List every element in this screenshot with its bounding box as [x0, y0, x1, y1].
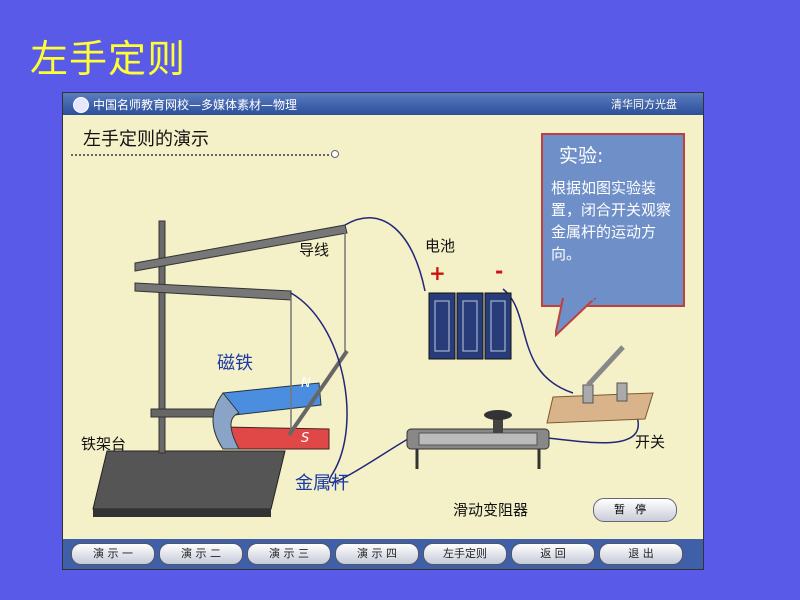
pause-button[interactable]: 暂停 — [593, 498, 677, 522]
rheostat — [406, 410, 550, 469]
nav-left-hand-rule-button[interactable]: 左手定则 — [423, 543, 507, 565]
label-rheostat: 滑动变阻器 — [453, 501, 529, 519]
wire-switch-to-rheostat — [547, 410, 639, 444]
nav-demo-3-button[interactable]: 演 示 三 — [247, 543, 331, 565]
battery-cell-3 — [484, 292, 512, 360]
stand-base — [92, 450, 286, 510]
label-north: N — [301, 376, 311, 391]
battery-cell-2 — [456, 292, 484, 360]
callout-body: 根据如图实验装置，闭合开关观察金属杆的运动方向。 — [551, 179, 672, 263]
experiment-callout: 实验: 根据如图实验装置，闭合开关观察金属杆的运动方向。 — [541, 133, 685, 307]
label-magnet: 磁铁 — [217, 353, 253, 374]
callout-pointer — [555, 298, 597, 338]
stand-arm-upper — [134, 224, 348, 272]
label-minus: - — [495, 259, 504, 283]
nav-back-button[interactable]: 返 回 — [511, 543, 595, 565]
battery-pack — [428, 292, 512, 360]
label-rod: 金属杆 — [295, 473, 349, 494]
label-south: S — [301, 431, 310, 446]
stand-pole — [158, 220, 166, 454]
bottom-nav-bar: 演 示 一 演 示 二 演 示 三 演 示 四 左手定则 返 回 退 出 — [63, 539, 703, 569]
magnet-bend — [212, 392, 240, 450]
nav-exit-button[interactable]: 退 出 — [599, 543, 683, 565]
label-wire: 导线 — [299, 241, 330, 259]
label-plus: + — [429, 261, 446, 285]
experiment-illustration — [92, 217, 654, 517]
stand-arm-lower — [134, 282, 292, 301]
brand-logo: 清华同方光盘 — [611, 98, 677, 111]
label-battery: 电池 — [425, 237, 456, 255]
window-title: 中国名师教育网校—多媒体素材—物理 — [93, 98, 298, 112]
stand-base-side — [93, 509, 271, 517]
nav-demo-1-button[interactable]: 演 示 一 — [71, 543, 155, 565]
slide-title: 左手定则 — [30, 37, 187, 81]
callout-title: 实验: — [559, 145, 604, 167]
battery-cell-1 — [428, 292, 456, 360]
label-switch: 开关 — [635, 433, 666, 451]
wire-from-rod — [290, 292, 409, 484]
knife-switch — [546, 345, 654, 424]
metal-rod — [287, 349, 349, 437]
label-stand: 铁架台 — [81, 435, 127, 453]
wire-to-battery-plus — [344, 217, 426, 292]
window-title-bar: 中国名师教育网校—多媒体素材—物理 清华同方光盘 — [63, 93, 703, 115]
app-window: 中国名师教育网校—多媒体素材—物理 清华同方光盘 左手定则的演示 — [62, 92, 704, 570]
nav-demo-4-button[interactable]: 演 示 四 — [335, 543, 419, 565]
nav-demo-2-button[interactable]: 演 示 二 — [159, 543, 243, 565]
divider-end-icon — [331, 150, 339, 158]
heading-divider — [71, 154, 333, 156]
magnet-south-arm — [222, 426, 330, 450]
stand-clamp — [150, 408, 222, 418]
school-logo-icon — [73, 97, 89, 113]
page-heading: 左手定则的演示 — [83, 129, 209, 150]
